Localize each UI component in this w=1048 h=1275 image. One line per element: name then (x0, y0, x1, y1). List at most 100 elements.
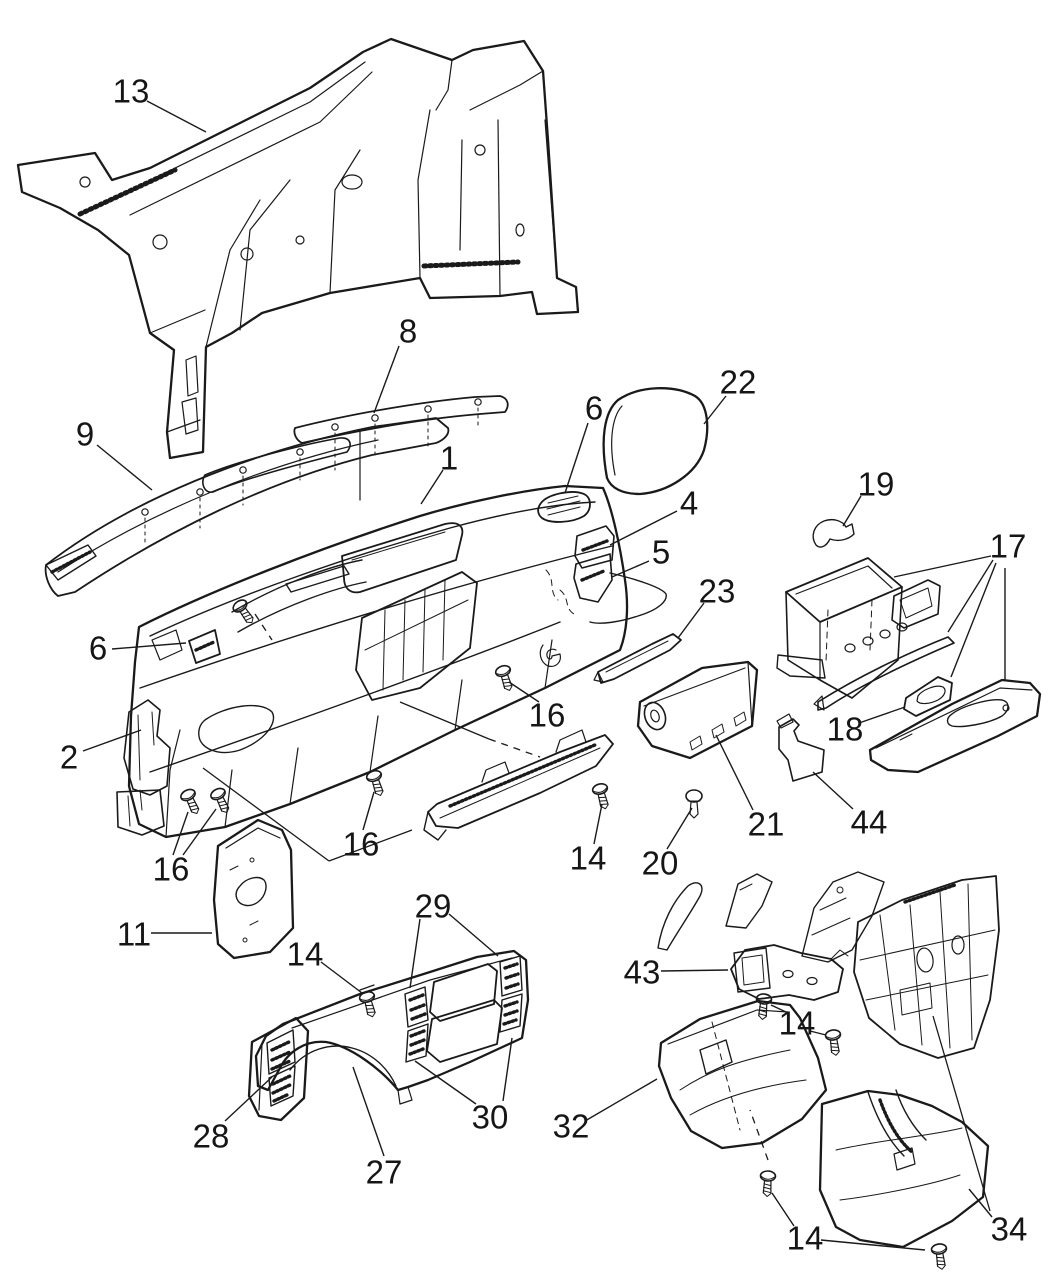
callout-leader-14 (809, 1030, 827, 1036)
part-side-cover-11 (212, 818, 295, 960)
callout-label-22: 22 (720, 364, 757, 401)
part-glovebox-door (868, 678, 1042, 774)
bezel-right-vent-grilles (499, 955, 523, 1033)
callout-leader-14 (593, 803, 603, 845)
assembly-line (749, 1109, 769, 1161)
part-lower-panel-34 (818, 1089, 990, 1249)
part-cowl-top-panel (44, 417, 450, 597)
part-glovebox-bin (776, 557, 941, 699)
callout-label-30: 30 (472, 1099, 509, 1136)
callout-leader-21 (715, 734, 754, 811)
callout-leader-34 (968, 1188, 993, 1218)
callout-leader-23 (677, 602, 705, 639)
callout-leader-13 (146, 100, 207, 133)
callout-label-13: 13 (113, 73, 150, 110)
callout-leader-16 (362, 791, 375, 831)
part-glovebox-seal-strip (813, 636, 955, 711)
callout-label-28: 28 (193, 1118, 230, 1155)
callout-leader-4 (609, 510, 678, 546)
callout-label-17: 17 (990, 528, 1027, 565)
callout-label-27: 27 (366, 1154, 403, 1191)
callout-leader-17 (893, 555, 992, 578)
assembly-lines-layer (82, 100, 1006, 1251)
callout-leader-2 (82, 729, 142, 752)
callout-label-14: 14 (287, 936, 324, 973)
callout-leader-43 (660, 969, 729, 972)
callout-leader-16 (508, 681, 540, 703)
callout-label-4: 4 (680, 485, 698, 522)
callout-label-2: 2 (60, 739, 78, 776)
callout-label-19: 19 (858, 466, 895, 503)
callout-leader-28 (224, 1076, 273, 1122)
callout-leader-44 (812, 771, 854, 810)
callout-label-5: 5 (652, 534, 670, 571)
part-cover-lens (602, 387, 709, 496)
callout-leader-17 (947, 559, 994, 633)
vent-right-oval (537, 491, 591, 523)
part-trim-strip-23 (593, 633, 682, 684)
callout-leader-20 (666, 807, 693, 850)
callout-leader-14 (820, 1239, 926, 1251)
callout-label-32: 32 (553, 1108, 590, 1145)
part-defroster-grille-panel (293, 395, 509, 501)
callout-label-14: 14 (779, 1005, 816, 1042)
part-lower-bolster-rail (423, 729, 614, 841)
callout-leader-29 (409, 918, 421, 989)
callout-label-9: 9 (76, 416, 94, 453)
assembly-line (202, 767, 330, 862)
assembly-line (399, 701, 490, 740)
callout-leader-14 (320, 961, 363, 994)
callout-label-18: 18 (827, 711, 864, 748)
part-bracket-fragments (657, 871, 885, 963)
callout-leader-27 (352, 1066, 385, 1157)
callout-leader-6 (564, 422, 589, 494)
callout-label-20: 20 (642, 845, 679, 882)
callout-label-1: 1 (440, 440, 458, 477)
callout-label-16: 16 (153, 851, 190, 888)
part-cluster-bezel (254, 949, 530, 1105)
callout-label-14: 14 (570, 840, 607, 877)
part-airbag-module (636, 660, 759, 760)
part-column-support-bracket (116, 699, 171, 836)
part-column-cover-32 (657, 999, 828, 1150)
callout-label-16: 16 (343, 826, 380, 863)
callout-label-23: 23 (699, 573, 736, 610)
callout-label-29: 29 (415, 888, 452, 925)
callout-label-8: 8 (399, 313, 417, 350)
callout-leader-32 (584, 1078, 658, 1122)
part-clip-19 (812, 518, 855, 548)
assembly-line (488, 738, 541, 758)
callout-label-43: 43 (624, 954, 661, 991)
part-instrument-panel (127, 484, 667, 839)
part-bracket-44 (776, 713, 825, 782)
callout-leader-19 (842, 495, 862, 527)
callout-leader-22 (703, 395, 727, 425)
part-dash-support-frame (853, 875, 1000, 1059)
part-push-clip-20 (685, 789, 703, 819)
assembly-line (932, 1015, 991, 1212)
callout-leader-17 (950, 562, 997, 678)
callout-leader-9 (96, 444, 153, 491)
callout-label-34: 34 (991, 1211, 1028, 1248)
callout-label-44: 44 (851, 804, 888, 841)
callout-leader-5 (611, 560, 650, 578)
part-firewall-cowl-assembly (16, 37, 580, 460)
callout-label-11: 11 (117, 916, 151, 953)
callout-label-6: 6 (89, 630, 107, 667)
callout-leader-30 (502, 1037, 513, 1102)
vent-left-triangle (188, 629, 221, 664)
assembly-line (328, 829, 413, 862)
callout-label-6: 6 (585, 390, 603, 427)
callout-leader-16 (172, 811, 189, 856)
bezel-center-vent-grilles (404, 986, 429, 1063)
callout-leader-29 (448, 913, 499, 957)
side-demister-grille (573, 525, 615, 603)
assembly-line (254, 613, 273, 641)
callout-leader-30 (414, 1060, 477, 1105)
callout-leader-6 (111, 642, 187, 650)
callout-leader-16 (182, 808, 217, 856)
callout-leader-18 (858, 706, 906, 724)
